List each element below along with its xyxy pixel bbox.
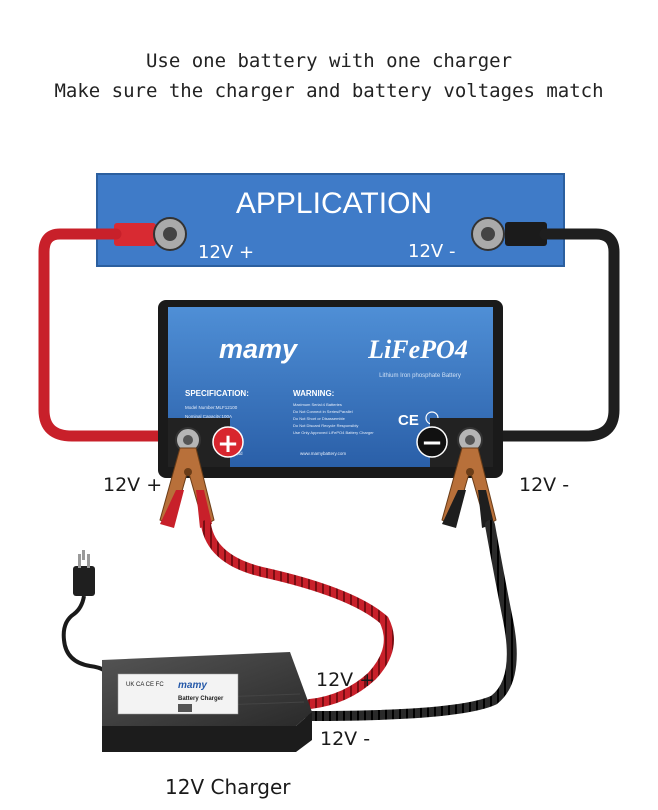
application-device: APPLICATION 12V + 12V - [96,173,565,267]
negative-clamp [441,447,497,528]
battery-negative-label: 12V - [519,474,570,496]
charger-barcode-icon [178,704,192,712]
charger-positive-coil [201,520,394,709]
application-title: APPLICATION [236,187,432,220]
app-positive-label: 12V + [198,242,254,263]
negative-cable-black [464,228,620,442]
warning-title: WARNING: [293,389,334,398]
battery-chemistry: LiFePO4 [367,335,468,364]
app-negative-label: 12V - [408,241,455,262]
spec-title: SPECIFICATION: [185,389,249,398]
app-negative-lug [505,222,547,246]
charger-name: Battery Charger [178,696,224,702]
spec-line: Model Number:MLF12100 [185,405,238,410]
charger-brand-logo: mamy [178,680,207,691]
positive-symbol-icon [212,426,244,458]
warning-line: Maximum Serial:4 Batteries [293,402,342,407]
charger-cert-marks: UK CA CE FC [126,682,164,688]
charger-negative-coil [305,520,517,721]
instruction-line-1: Use one battery with one charger [145,50,513,72]
warning-line: Do Not Discard Recycle Responsibly [293,423,358,428]
app-positive-lug [114,223,156,246]
warning-line: Do Not Connect in Series/Parallel [293,409,353,414]
battery-subtitle: Lithium Iron phosphate Battery [379,373,461,379]
charger-negative-label: 12V - [320,728,371,750]
battery-brand-logo: mamy [219,334,299,364]
negative-symbol-icon [416,426,448,458]
positive-symbol: + [217,429,239,459]
positive-cable-red [38,228,186,442]
instruction-line-2: Make sure the charger and battery voltag… [54,80,604,102]
positive-clamp [159,447,215,528]
charger-caption: 12V Charger [165,775,291,799]
battery-website: www.mamybattery.com [300,451,346,456]
spec-line: Nominal Capacity:100A [185,414,232,419]
battery-charger: UK CA CE FC mamy Battery Charger [102,652,312,752]
power-plug-icon [73,566,95,596]
lifepo4-battery: mamy LiFePO4 Lithium Iron phosphate Batt… [158,300,503,478]
warning-line: Do Not Short or Disassemble [293,416,346,421]
warning-line: Use Only Approved LiFePO4 Battery Charge… [293,430,374,435]
battery-positive-label: 12V + [103,474,163,496]
charger-positive-label: 12V + [316,669,376,691]
ce-mark: CE [398,412,419,429]
power-cord [61,550,114,681]
charger-base [102,712,312,752]
negative-symbol: − [421,428,443,458]
